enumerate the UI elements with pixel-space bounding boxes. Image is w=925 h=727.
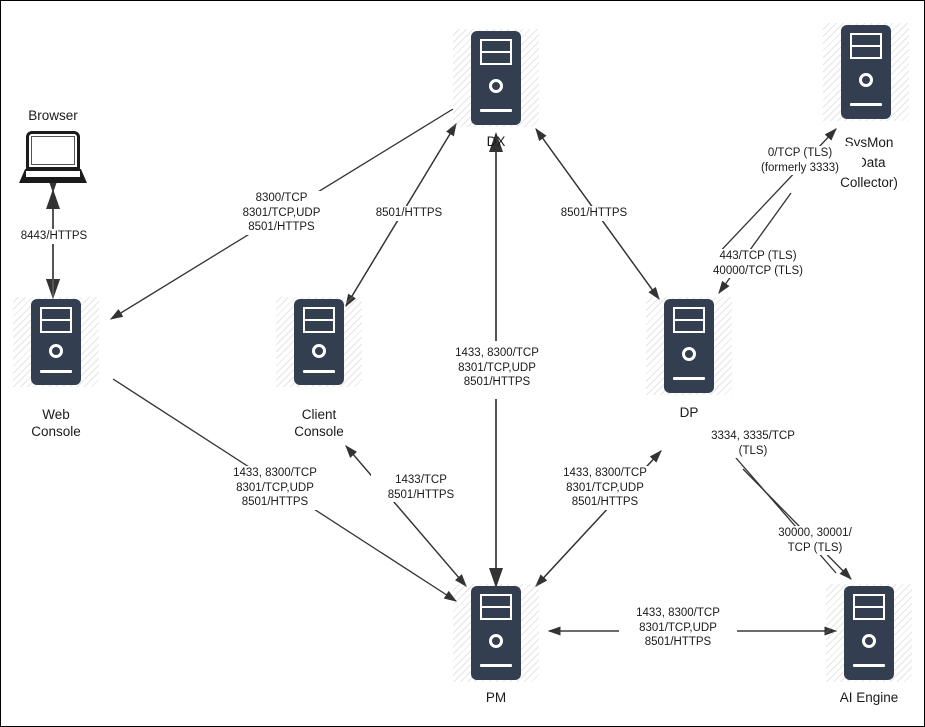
server-power-icon: [489, 634, 503, 648]
server-footbar-icon: [480, 109, 512, 112]
node-browser[interactable]: [19, 131, 87, 183]
server-footbar-icon: [850, 103, 882, 106]
server-tower-icon: [844, 586, 894, 680]
laptop-screen-icon: [31, 136, 75, 165]
server-power-icon: [49, 344, 63, 358]
server-tower-icon: [31, 299, 81, 385]
node-label-dx: DX: [486, 134, 506, 149]
laptop-deck-icon: [22, 177, 84, 183]
node-web-console[interactable]: [13, 297, 99, 387]
edge-label-browser-webconsole: 8443/HTTPS: [9, 229, 99, 244]
node-ai-engine[interactable]: [826, 584, 912, 682]
node-label-web-console: Web Console: [31, 407, 81, 439]
edge-label-dp-ai: 3334, 3335/TCP (TLS): [697, 429, 809, 458]
server-bay-divider-icon: [853, 606, 885, 608]
server-footbar-icon: [480, 664, 512, 667]
server-bay-divider-icon: [673, 319, 705, 321]
node-label-client-console: Client Console: [294, 407, 344, 439]
laptop-keyboard-icon: [26, 171, 80, 177]
node-label-browser: Browser: [28, 108, 78, 123]
node-label-ai-engine: AI Engine: [839, 690, 899, 705]
edge-label-webconsole-dx: 8300/TCP 8301/TCP,UDP 8501/HTTPS: [224, 191, 339, 235]
edge-label-sysmon-dp: 443/TCP (TLS) 40000/TCP (TLS): [693, 249, 823, 278]
server-bay-divider-icon: [40, 319, 72, 321]
node-label-dp: DP: [679, 405, 699, 420]
server-bay-divider-icon: [480, 606, 512, 608]
server-power-icon: [682, 347, 696, 361]
edge-label-dx-dp: 8501/HTTPS: [549, 206, 639, 221]
server-tower-icon: [664, 299, 714, 393]
server-tower-icon: [471, 31, 521, 125]
server-power-icon: [862, 634, 876, 648]
node-client-console[interactable]: [276, 297, 362, 387]
server-bay-divider-icon: [303, 319, 335, 321]
node-dp[interactable]: [646, 297, 732, 395]
server-footbar-icon: [673, 377, 705, 380]
node-label-pm: PM: [485, 690, 507, 705]
server-footbar-icon: [303, 370, 335, 373]
server-power-icon: [489, 79, 503, 93]
edge-label-webconsole-pm: 1433, 8300/TCP 8301/TCP,UDP 8501/HTTPS: [216, 466, 334, 510]
server-power-icon: [859, 73, 873, 87]
node-sysmon[interactable]: [823, 23, 909, 121]
edge-label-ai-dp: 30000, 30001/ TCP (TLS): [763, 526, 867, 555]
edge-label-dx-pm: 1433, 8300/TCP 8301/TCP,UDP 8501/HTTPS: [438, 346, 556, 390]
server-tower-icon: [294, 299, 344, 385]
server-bay-divider-icon: [480, 51, 512, 53]
node-pm[interactable]: [453, 584, 539, 682]
edge-label-clientconsole-pm: 1433/TCP 8501/HTTPS: [371, 473, 471, 502]
server-tower-icon: [841, 25, 891, 119]
server-tower-icon: [471, 586, 521, 680]
edge-label-pm-ai: 1433, 8300/TCP 8301/TCP,UDP 8501/HTTPS: [619, 606, 737, 650]
server-footbar-icon: [853, 664, 885, 667]
edge-label-clientconsole-dx: 8501/HTTPS: [364, 206, 454, 221]
server-bay-divider-icon: [850, 45, 882, 47]
server-footbar-icon: [40, 370, 72, 373]
edge-label-dp-sysmon: 0/TCP (TLS) (formerly 3333): [738, 146, 862, 175]
node-dx[interactable]: [453, 29, 539, 127]
server-power-icon: [312, 344, 326, 358]
edge-label-dp-pm: 1433, 8300/TCP 8301/TCP,UDP 8501/HTTPS: [546, 466, 664, 510]
